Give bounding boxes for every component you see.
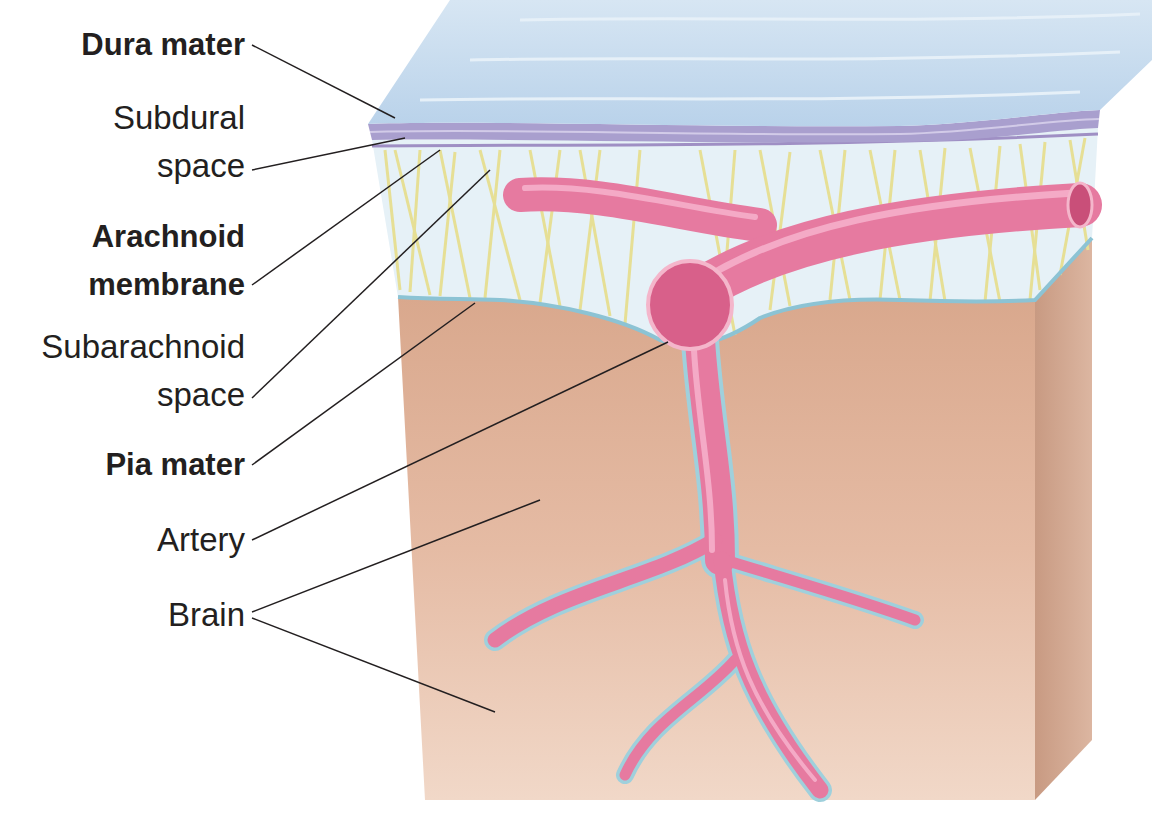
structure-label: Subdural space xyxy=(75,94,245,190)
brain-side xyxy=(1035,238,1092,800)
artery-opening xyxy=(648,261,732,349)
brain-front xyxy=(398,297,1035,800)
structure-label: Subarachnoid space xyxy=(5,323,245,419)
structure-label: Artery xyxy=(5,516,245,564)
dura-top xyxy=(368,0,1152,126)
artery-end xyxy=(1068,183,1092,227)
trabeculae xyxy=(385,138,1088,340)
structure-label: Brain xyxy=(5,591,245,639)
structure-label: Pia mater xyxy=(5,441,245,489)
leader-lines xyxy=(252,45,668,712)
dura-texture xyxy=(420,14,1140,100)
structure-label: Arachnoid membrane xyxy=(45,213,245,309)
artery-drawing xyxy=(495,188,1080,790)
subarachnoid-space xyxy=(372,128,1098,345)
structure-label: Dura mater xyxy=(5,21,245,69)
